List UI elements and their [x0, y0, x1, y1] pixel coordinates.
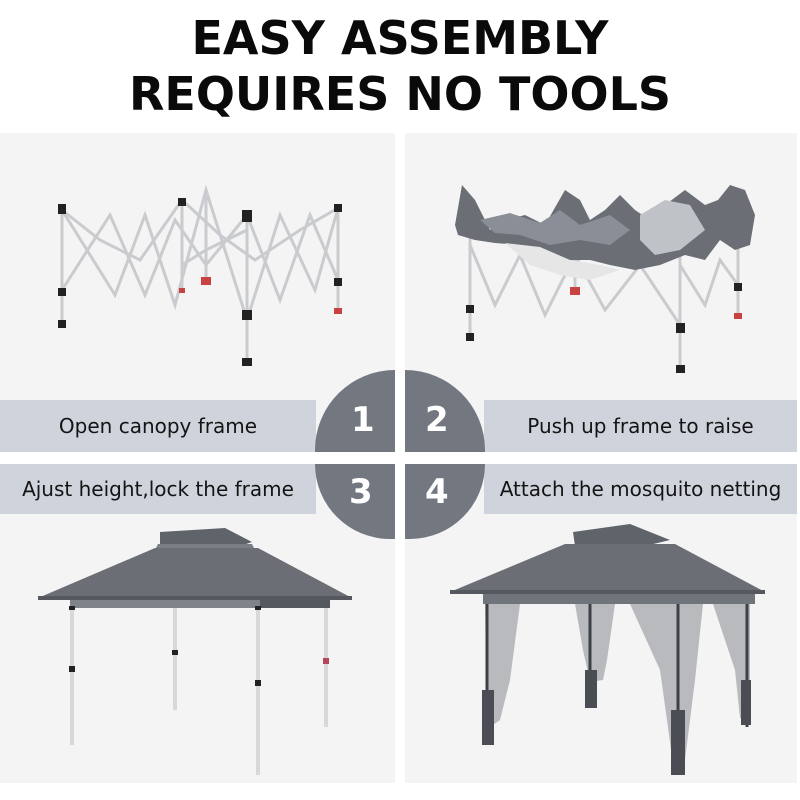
step-2-number: 2 [425, 400, 449, 440]
step-4-number: 4 [425, 472, 449, 512]
locked-canopy-illustration [38, 528, 352, 775]
step-1-number: 1 [351, 400, 375, 440]
step-4-label: Attach the mosquito netting [484, 464, 797, 514]
raise-frame-illustration [455, 185, 755, 373]
step-1-label: Open canopy frame [0, 400, 316, 452]
step-3-label: Ajust height,lock the frame [0, 464, 316, 514]
netting-canopy-illustration [450, 524, 765, 775]
step-1-badge: 1 [315, 370, 395, 452]
column-divider [395, 133, 405, 793]
headline-line-2: REQUIRES NO TOOLS [128, 67, 672, 121]
step-2-label: Push up frame to raise [484, 400, 797, 452]
step-3-badge: 3 [315, 464, 395, 539]
open-frame-illustration [58, 184, 342, 366]
headline-line-1: EASY ASSEMBLY [191, 11, 609, 65]
step-3-number: 3 [349, 472, 373, 512]
